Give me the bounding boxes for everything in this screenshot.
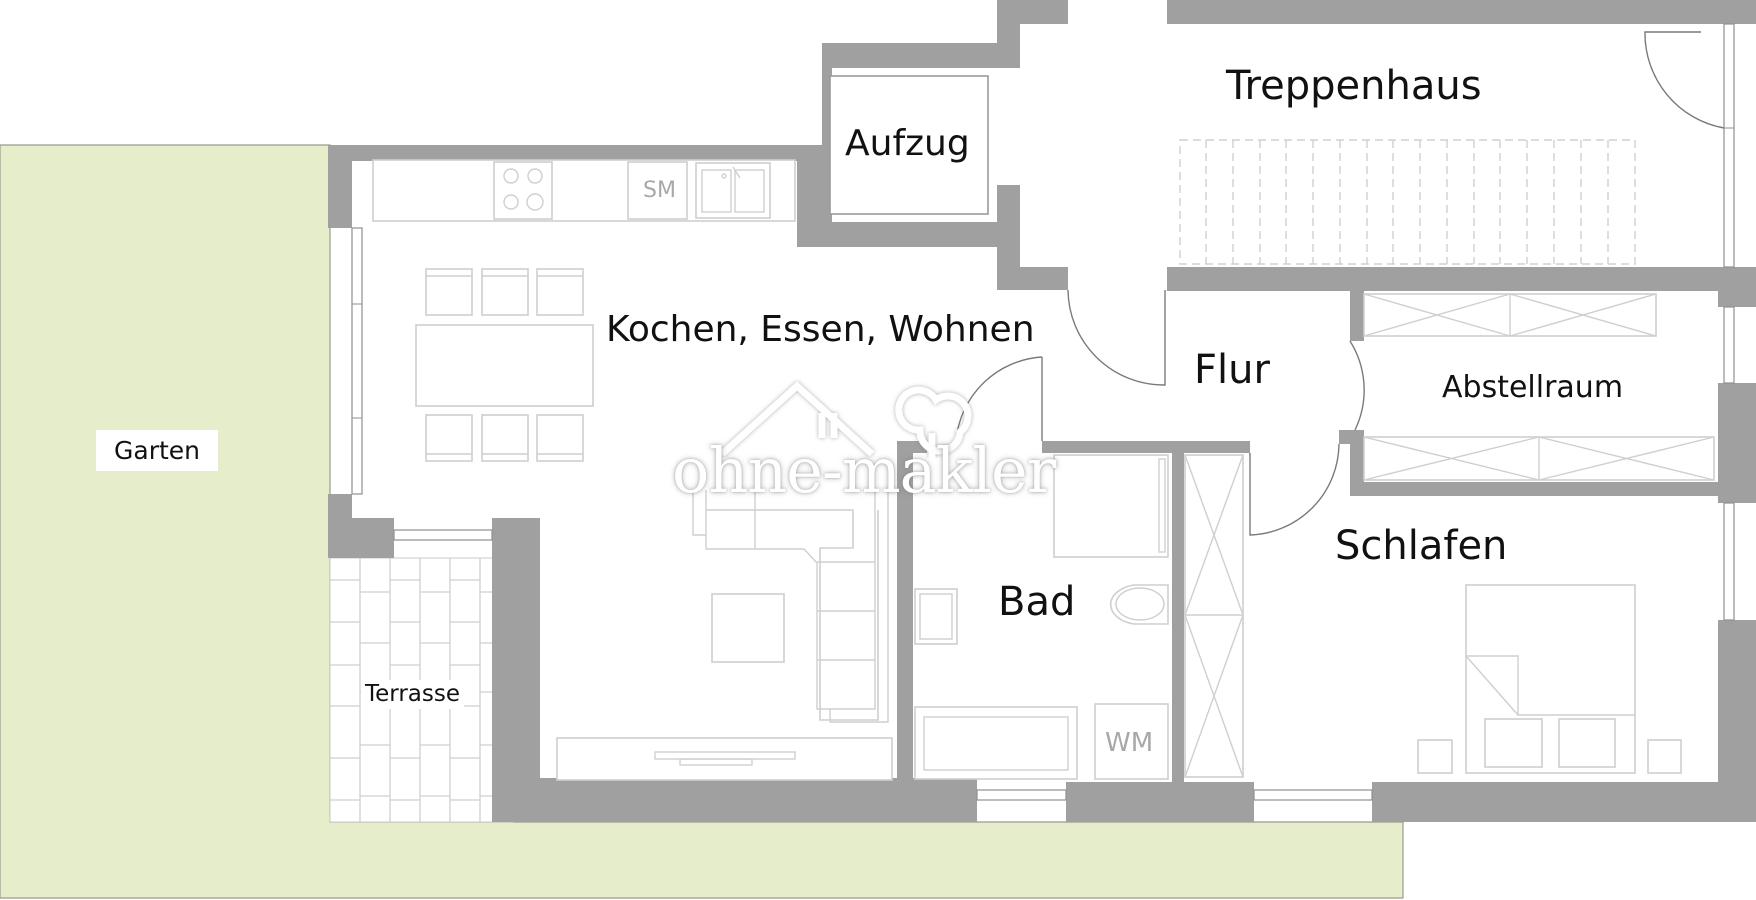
bed [1417,584,1682,774]
dining-set [415,268,594,462]
elevator-shaft [829,75,989,215]
faucet-icon [721,173,727,179]
washing-machine-label: WM [1105,728,1154,758]
windows [351,23,1735,801]
walls [328,0,1756,822]
room-label-terrasse: Terrasse [361,680,465,709]
room-label-schlafen: Schlafen [1335,523,1508,569]
door-swings [955,31,1725,536]
room-label-kochen-essen-wohnen: Kochen, Essen, Wohnen [606,309,1035,350]
cooktop-burner-icon [503,168,519,184]
living-set [556,490,893,781]
dishwasher-label: SM [643,178,676,203]
room-label-treppenhaus: Treppenhaus [1226,63,1482,109]
room-label-garten: Garten [96,430,218,471]
room-label-bad: Bad [998,579,1076,625]
room-label-abstellraum: Abstellraum [1442,370,1624,405]
wardrobes [1184,293,1715,778]
bathroom-fixtures [914,454,1169,780]
room-label-flur: Flur [1194,347,1270,393]
kitchen-counter [372,159,796,222]
stairs [1179,139,1636,265]
room-label-aufzug: Aufzug [845,123,970,164]
